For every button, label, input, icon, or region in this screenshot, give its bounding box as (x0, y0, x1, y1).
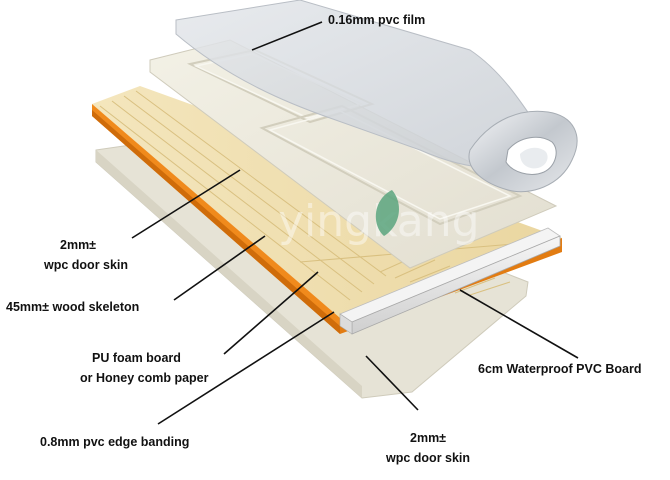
label-door-skin-top-line2: wpc door skin (43, 258, 128, 272)
leader-pvc-film (251, 21, 323, 51)
label-core-line2: or Honey comb paper (80, 371, 209, 385)
leader-lines (131, 21, 579, 425)
leader-edge-banding (157, 311, 335, 425)
watermark-logo: yingkang (278, 190, 480, 247)
leader-core (223, 271, 319, 355)
leader-door-skin-top (131, 169, 241, 239)
pvc-film (175, 0, 578, 193)
leader-pvc-board (459, 289, 579, 359)
label-pvc-board: 6cm Waterproof PVC Board (478, 362, 641, 376)
label-core-line1: PU foam board (92, 351, 181, 365)
leader-wood-skeleton (173, 235, 266, 301)
label-edge-banding: 0.8mm pvc edge banding (40, 435, 189, 449)
leader-door-skin-bottom (365, 355, 419, 411)
label-door-skin-bottom-line1: 2mm± (410, 431, 446, 445)
label-pvc-film: 0.16mm pvc film (328, 13, 425, 27)
labels: 0.16mm pvc film 2mm± wpc door skin 45mm±… (6, 13, 641, 465)
label-door-skin-bottom-line2: wpc door skin (385, 451, 470, 465)
label-door-skin-top-line1: 2mm± (60, 238, 96, 252)
leaf-icon (375, 190, 399, 236)
pvc-board (339, 227, 561, 335)
label-wood-skeleton: 45mm± wood skeleton (6, 300, 139, 314)
